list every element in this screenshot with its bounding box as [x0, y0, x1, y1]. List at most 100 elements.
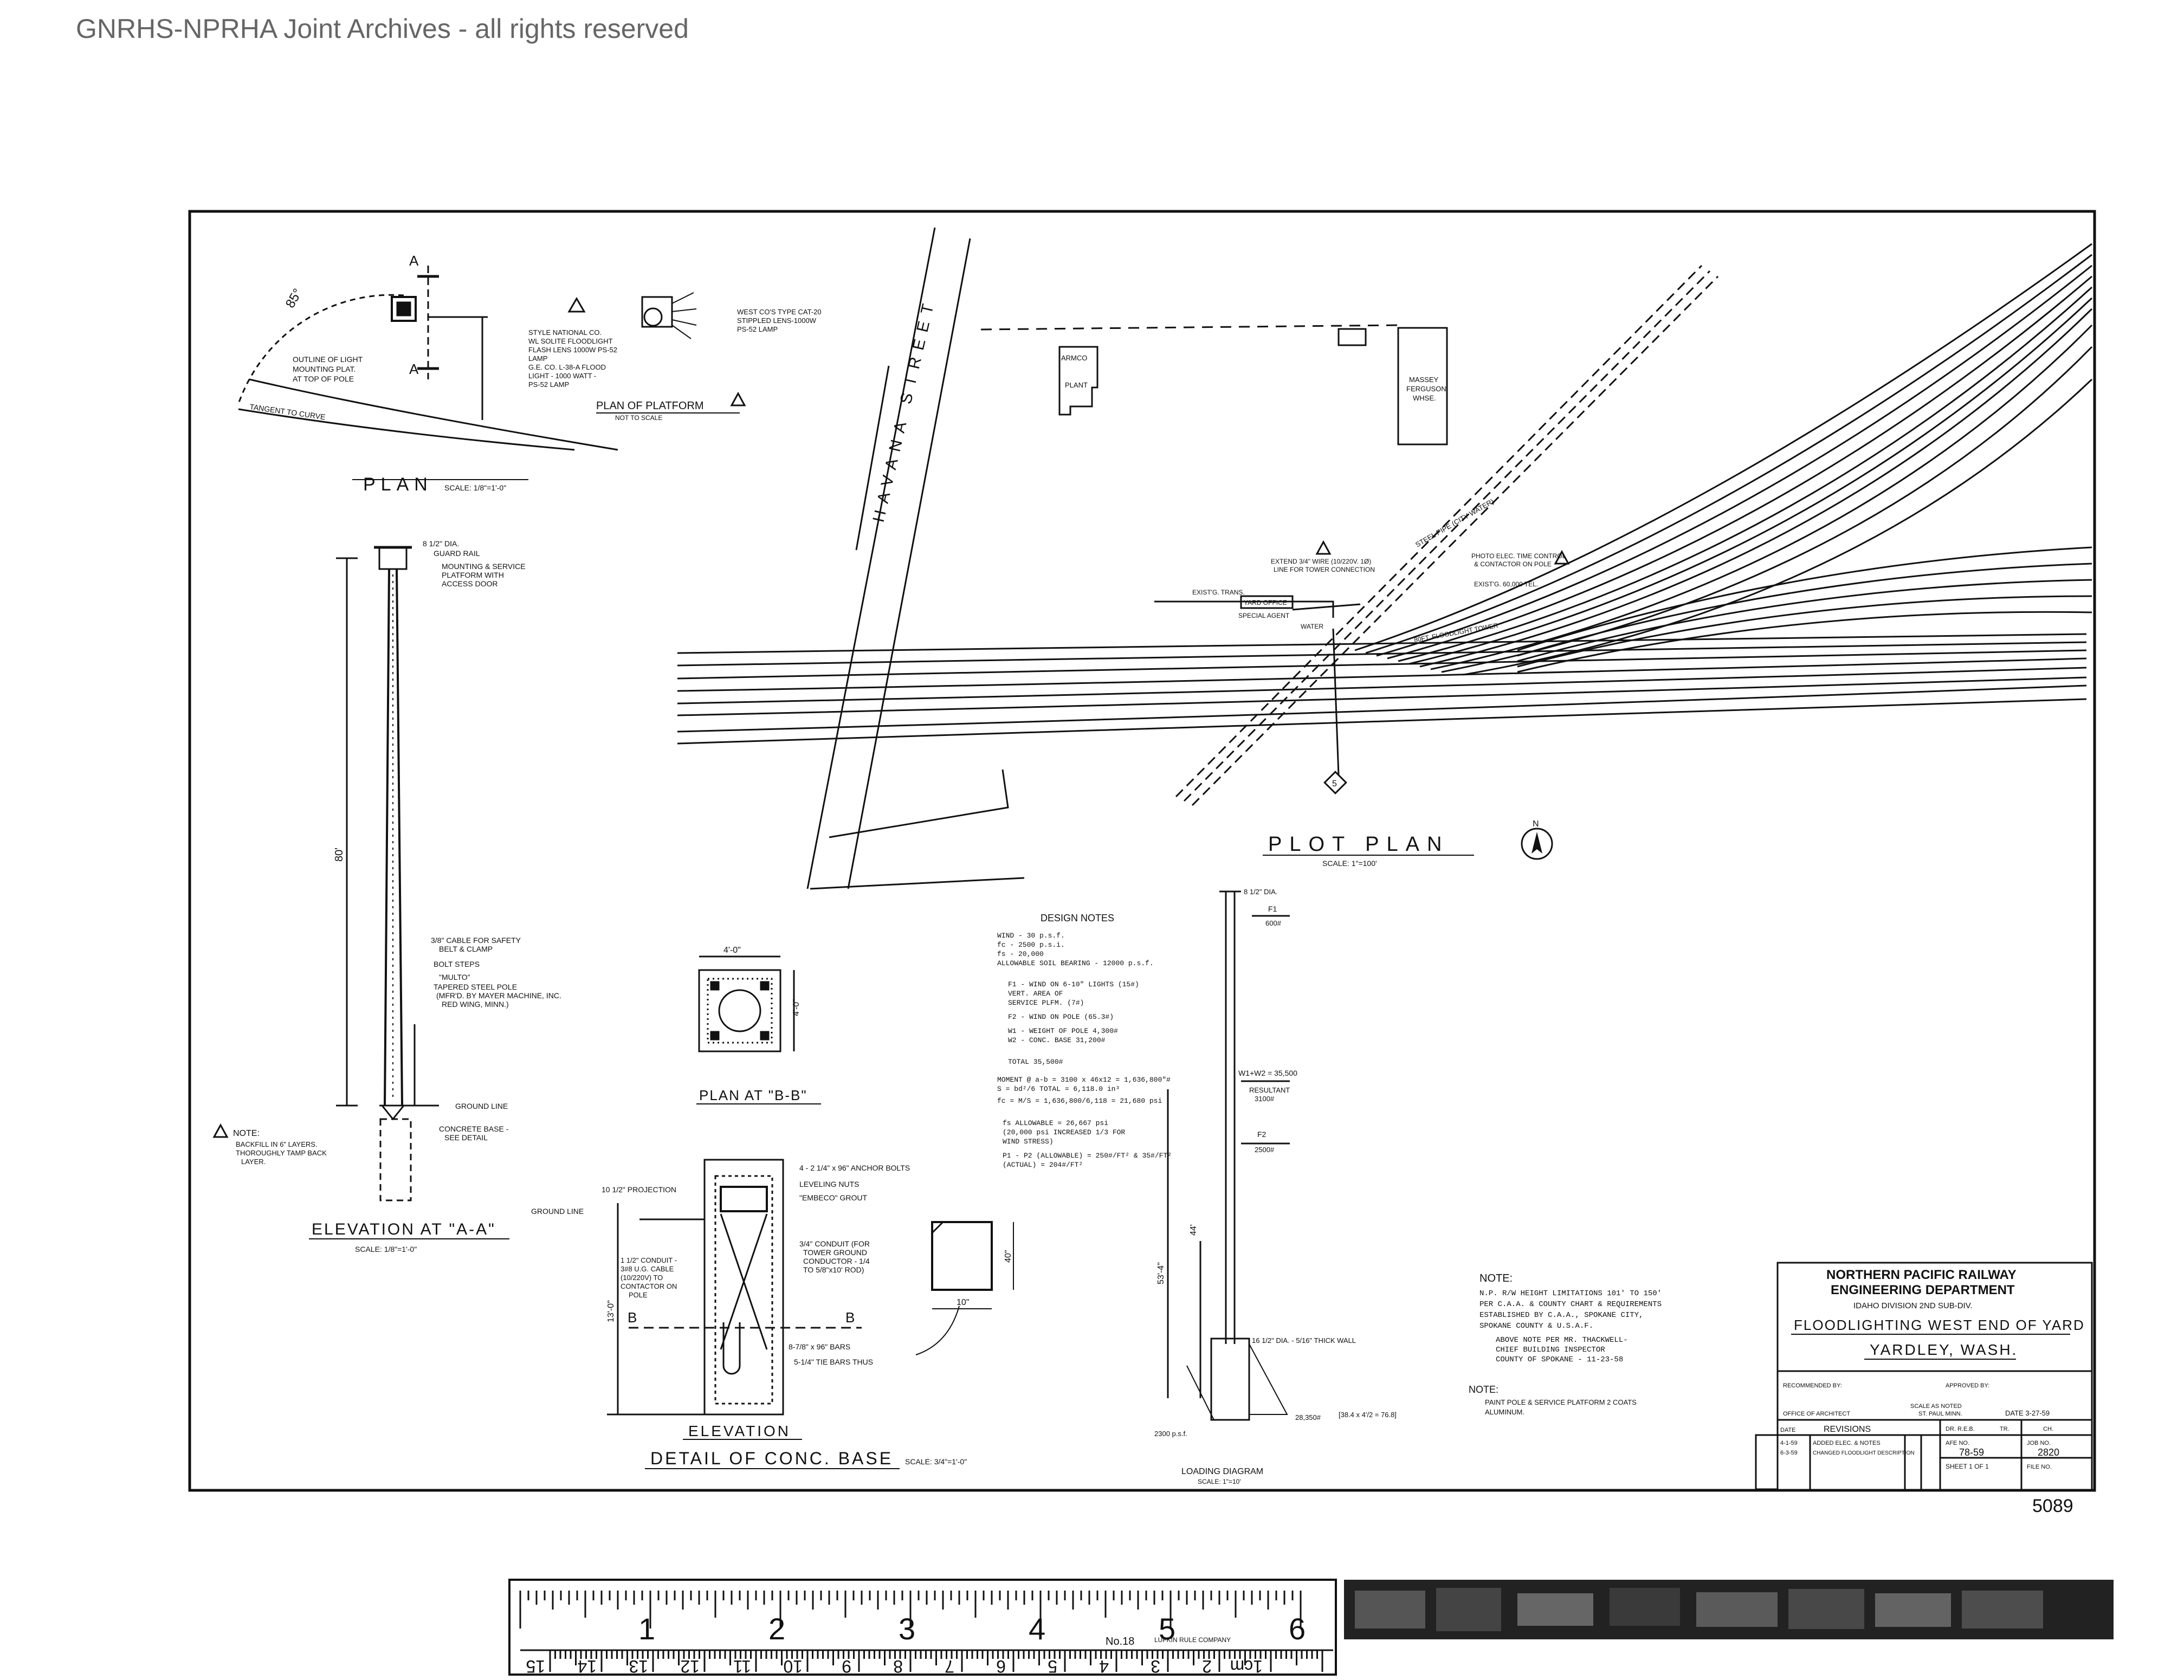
diagram-height2: 53'-4" [1156, 1262, 1166, 1284]
outline-note-1: OUTLINE OF LIGHT [293, 355, 363, 364]
design-note-line: fs ALLOWABLE = 26,667 psi [1003, 1119, 1108, 1127]
plan-title: PLAN [363, 474, 433, 495]
pole-callout-3: MOUNTING & SERVICE [442, 562, 526, 571]
design-note-line: W2 - CONC. BASE 31,200# [1008, 1036, 1106, 1044]
plan-angle: 85° [283, 286, 306, 311]
base-note-2: SEE DETAIL [444, 1133, 488, 1142]
detail-note-2: LEVELING NUTS [799, 1180, 859, 1188]
design-note-line: (ACTUAL) = 204#/FT² [1003, 1161, 1083, 1169]
pole-callout-4: PLATFORM WITH [442, 571, 504, 579]
existing-tel-label: EXIST'G. 60,000 TEL. [1474, 580, 1538, 588]
general-note-line: PER C.A.A. & COUNTY CHART & REQUIREMENTS [1479, 1300, 1662, 1309]
backfill-note-1: BACKFILL IN 6" LAYERS. [236, 1140, 318, 1148]
division-name: IDAHO DIVISION 2ND SUB-DIV. [1853, 1301, 1973, 1310]
pole-callout-5: ACCESS DOOR [442, 579, 497, 588]
warning-icon [1554, 550, 1570, 565]
pole-callout-8: BOLT STEPS [434, 960, 480, 968]
massey-label-2: FERGUSON [1406, 385, 1446, 393]
ruler-inch-labels: 1 2 3 4 5 6 [638, 1612, 1306, 1646]
diagram-bottom-val: 2300 p.s.f. [1154, 1430, 1187, 1438]
photo-note-2: & CONTACTOR ON POLE [1474, 560, 1552, 568]
design-note-line: VERT. AREA OF [1008, 990, 1063, 998]
yard-office-label: YARD OFFICE [1244, 599, 1287, 606]
section-mark-a-bottom: A [409, 361, 419, 377]
warning-icon [1315, 540, 1332, 555]
detail-note-13: 8-7/8" x 96" BARS [789, 1342, 850, 1351]
diagram-base-note: 16 1/2" DIA. - 5/16" THICK WALL [1252, 1336, 1356, 1345]
platform-plan-subtitle: NOT TO SCALE [615, 414, 662, 422]
pole-callout-11: (MFR'D. BY MAYER MACHINE, INC. [436, 991, 561, 1000]
sheet-label: SHEET 1 OF 1 [1946, 1463, 1989, 1470]
extend-note-1: EXTEND 3/4" WIRE (10/220V. 1Ø) [1271, 558, 1371, 565]
ruler-cm-label: 9 [842, 1657, 851, 1676]
afe-number: 78-59 [1959, 1447, 1984, 1458]
ruler-cm-label: 3 [1151, 1657, 1160, 1676]
warning-icon [567, 297, 586, 313]
pole-callout-7: BELT & CLAMP [439, 945, 493, 953]
diagram-height: 44' [1189, 1224, 1198, 1236]
detail-note-7: TO 5/8"x10' ROD) [803, 1265, 864, 1274]
plot-plan-scale: SCALE: 1"=100' [1322, 859, 1377, 868]
photo-note-1: PHOTO ELEC. TIME CONTROL [1471, 552, 1566, 560]
detail-note-4: 3/4" CONDUIT (FOR [799, 1239, 870, 1248]
diagram-scale: SCALE: 1"=10' [1198, 1478, 1241, 1485]
design-notes-title: DESIGN NOTES [1041, 913, 1114, 923]
paint-note-title: NOTE: [1469, 1384, 1498, 1395]
date-column-header: DATE [1780, 1427, 1796, 1433]
outline-note-3: AT TOP OF POLE [293, 374, 354, 383]
ruler-cm-labels: 1cm 2 3 4 5 6 7 8 9 10 11 12 13 14 15 [526, 1657, 1263, 1676]
design-notes-lines: WIND - 30 p.s.f. fc - 2500 p.s.i. fs - 2… [997, 932, 1172, 1169]
design-note-line: WIND - 30 p.s.f. [997, 932, 1065, 940]
diagram-f2: F2 [1257, 1130, 1267, 1139]
design-note-line: (20,000 psi INCREASED 1/3 FOR [1003, 1128, 1125, 1136]
pole-height: 80' [333, 848, 345, 862]
pole-elevation [336, 546, 439, 1201]
platform-right-note-1: WEST CO'S TYPE CAT-20 [737, 308, 822, 316]
platform-left-note-6: LIGHT - 1000 WATT - [528, 372, 596, 380]
project-title: FLOODLIGHTING WEST END OF YARD [1794, 1317, 2085, 1333]
ruler-inch-label: 4 [1029, 1612, 1045, 1646]
warning-icon [730, 391, 746, 406]
diagram-resultant: RESULTANT [1249, 1086, 1290, 1094]
ruler-cm-label: 14 [577, 1657, 597, 1676]
general-note-title: NOTE: [1479, 1272, 1513, 1284]
ruler-cm-label: 2 [1202, 1657, 1212, 1676]
plot-plan-title: PLOT PLAN [1268, 833, 1449, 856]
diagram-title: LOADING DIAGRAM [1181, 1467, 1263, 1476]
plan-bb-title: PLAN AT "B-B" [699, 1087, 807, 1103]
platform-right-note-2: STIPPLED LENS-1000W [737, 316, 817, 325]
diagram-f1-val: 600# [1265, 919, 1282, 927]
detail-note-11: CONTACTOR ON [621, 1282, 677, 1290]
north-label: N [1533, 819, 1539, 829]
pole-callout-12: RED WING, MINN.) [442, 1000, 509, 1009]
diagram-w: W1+W2 = 35,500 [1238, 1069, 1297, 1077]
approved-label: APPROVED BY: [1946, 1382, 1989, 1389]
archive-watermark: GNRHS-NPRHA Joint Archives - all rights … [76, 14, 689, 44]
section-mark-a-top: A [409, 253, 419, 269]
detail-note-8: 1 1/2" CONDUIT - [621, 1256, 677, 1264]
ruler-inch-label: 1 [638, 1612, 655, 1646]
pole-callout-9: "MULTO" [439, 973, 470, 981]
tie-dim-2: 40" [1004, 1250, 1013, 1263]
scale-label: SCALE AS NOTED [1910, 1403, 1962, 1410]
detail-elevation-title: ELEVATION [688, 1423, 791, 1439]
armco-label: ARMCO [1061, 354, 1087, 362]
ruler-cm-label: 7 [945, 1657, 954, 1676]
platform-plan-title: PLAN OF PLATFORM [596, 400, 704, 412]
ruler-cm-label: 1cm [1230, 1657, 1263, 1676]
afe-label: AFE NO. [1946, 1440, 1969, 1446]
diagram-side-val: 28,350# [1295, 1413, 1321, 1421]
north-arrow-icon [1532, 832, 1542, 854]
revision-1-date: 4-1-59 [1780, 1440, 1798, 1446]
massey-label-1: MASSEY [1409, 376, 1439, 384]
ruler-cm-label: 10 [783, 1657, 803, 1676]
ruler-inch-label: 5 [1159, 1612, 1175, 1646]
revision-1-text: ADDED ELEC. & NOTES [1813, 1440, 1881, 1446]
ruler-inch-label: 2 [768, 1612, 785, 1646]
file-label: FILE NO. [2027, 1464, 2052, 1470]
job-number: 2820 [2038, 1447, 2059, 1458]
plan-view [237, 266, 618, 480]
design-note-line: P1 - P2 (ALLOWABLE) = 250#/FT² & 35#/FT² [1003, 1152, 1172, 1160]
design-note-line: fs - 20,000 [997, 950, 1044, 958]
revision-2-date: 6-3-59 [1780, 1450, 1798, 1456]
